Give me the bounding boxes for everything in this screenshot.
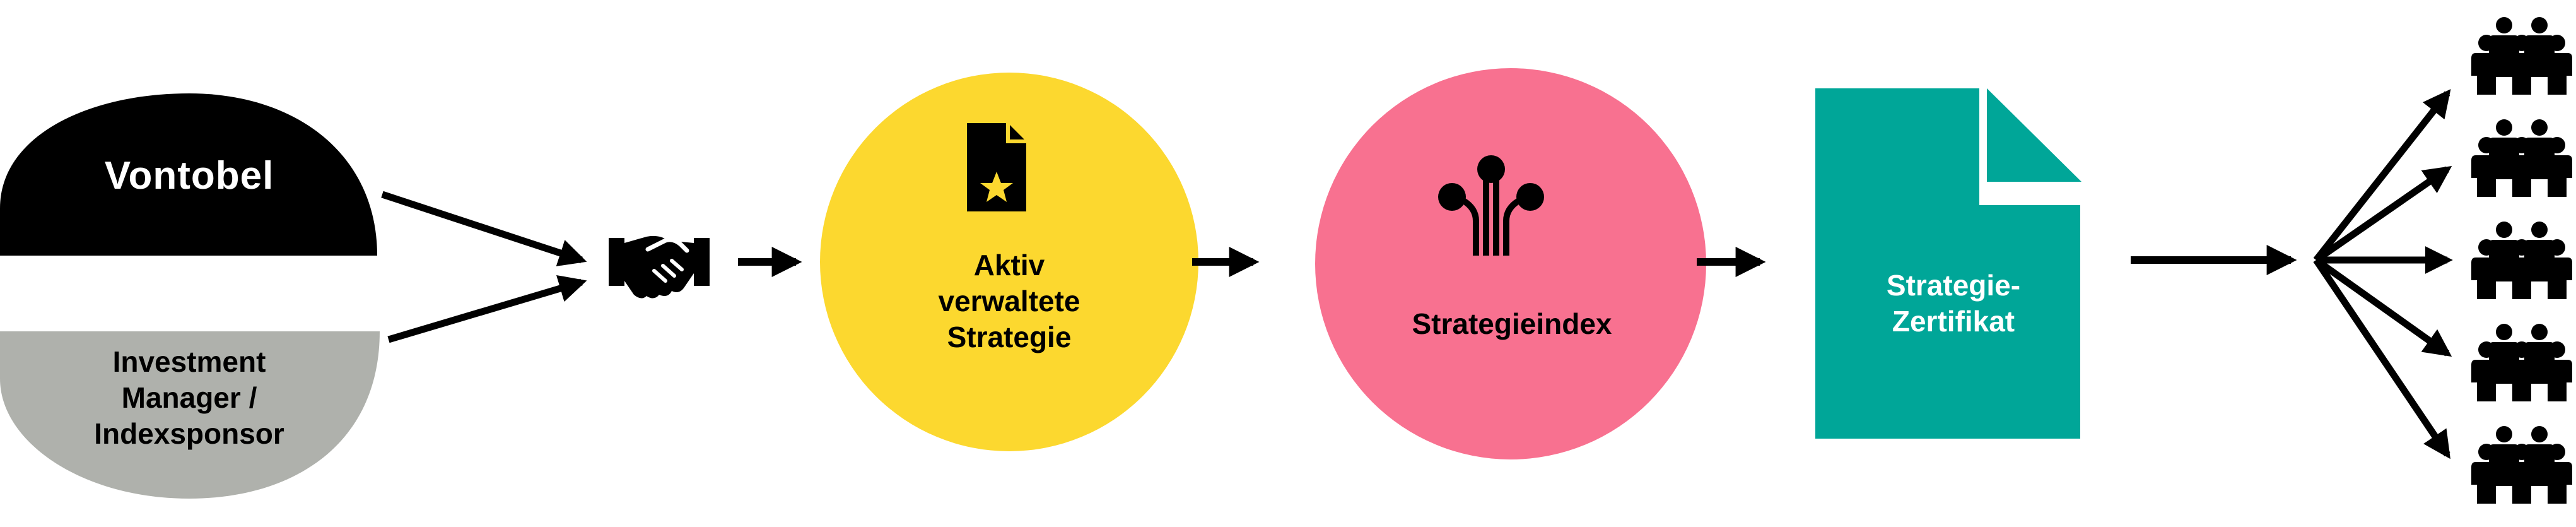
arrow-vontobel-to-handshake: [381, 191, 587, 266]
strategie-zertifikat-label: Strategie- Zertifikat: [1886, 269, 2021, 338]
investment-manager-label: Investment Manager / Indexsponsor: [94, 345, 284, 450]
vontobel-label: Vontobel: [104, 154, 274, 198]
investor-group-icon: [2471, 222, 2572, 299]
document-star-icon: [967, 123, 1026, 211]
distribution-arrows: [2313, 89, 2453, 459]
strategieindex-circle: [1315, 68, 1706, 459]
circuit-node-icon: [1438, 155, 1544, 256]
investor-group-icon: [2471, 426, 2572, 504]
strategieindex-label: Strategieindex: [1412, 307, 1612, 340]
strategie-zertifikat-document: [1815, 88, 2080, 439]
arrow-im-to-handshake: [387, 275, 587, 343]
investment-manager-shape: [0, 331, 380, 499]
vontobel-shape: [0, 93, 377, 256]
investor-group-icon: [2471, 17, 2572, 95]
aktiv-strategie-label: Aktiv verwaltete Strategie: [938, 249, 1080, 353]
investor-group-icon: [2471, 324, 2572, 401]
handshake-icon: [609, 235, 710, 299]
aktiv-strategie-circle: [820, 73, 1198, 451]
document-fold: [1987, 88, 2081, 182]
investor-group-icon: [2471, 119, 2572, 197]
